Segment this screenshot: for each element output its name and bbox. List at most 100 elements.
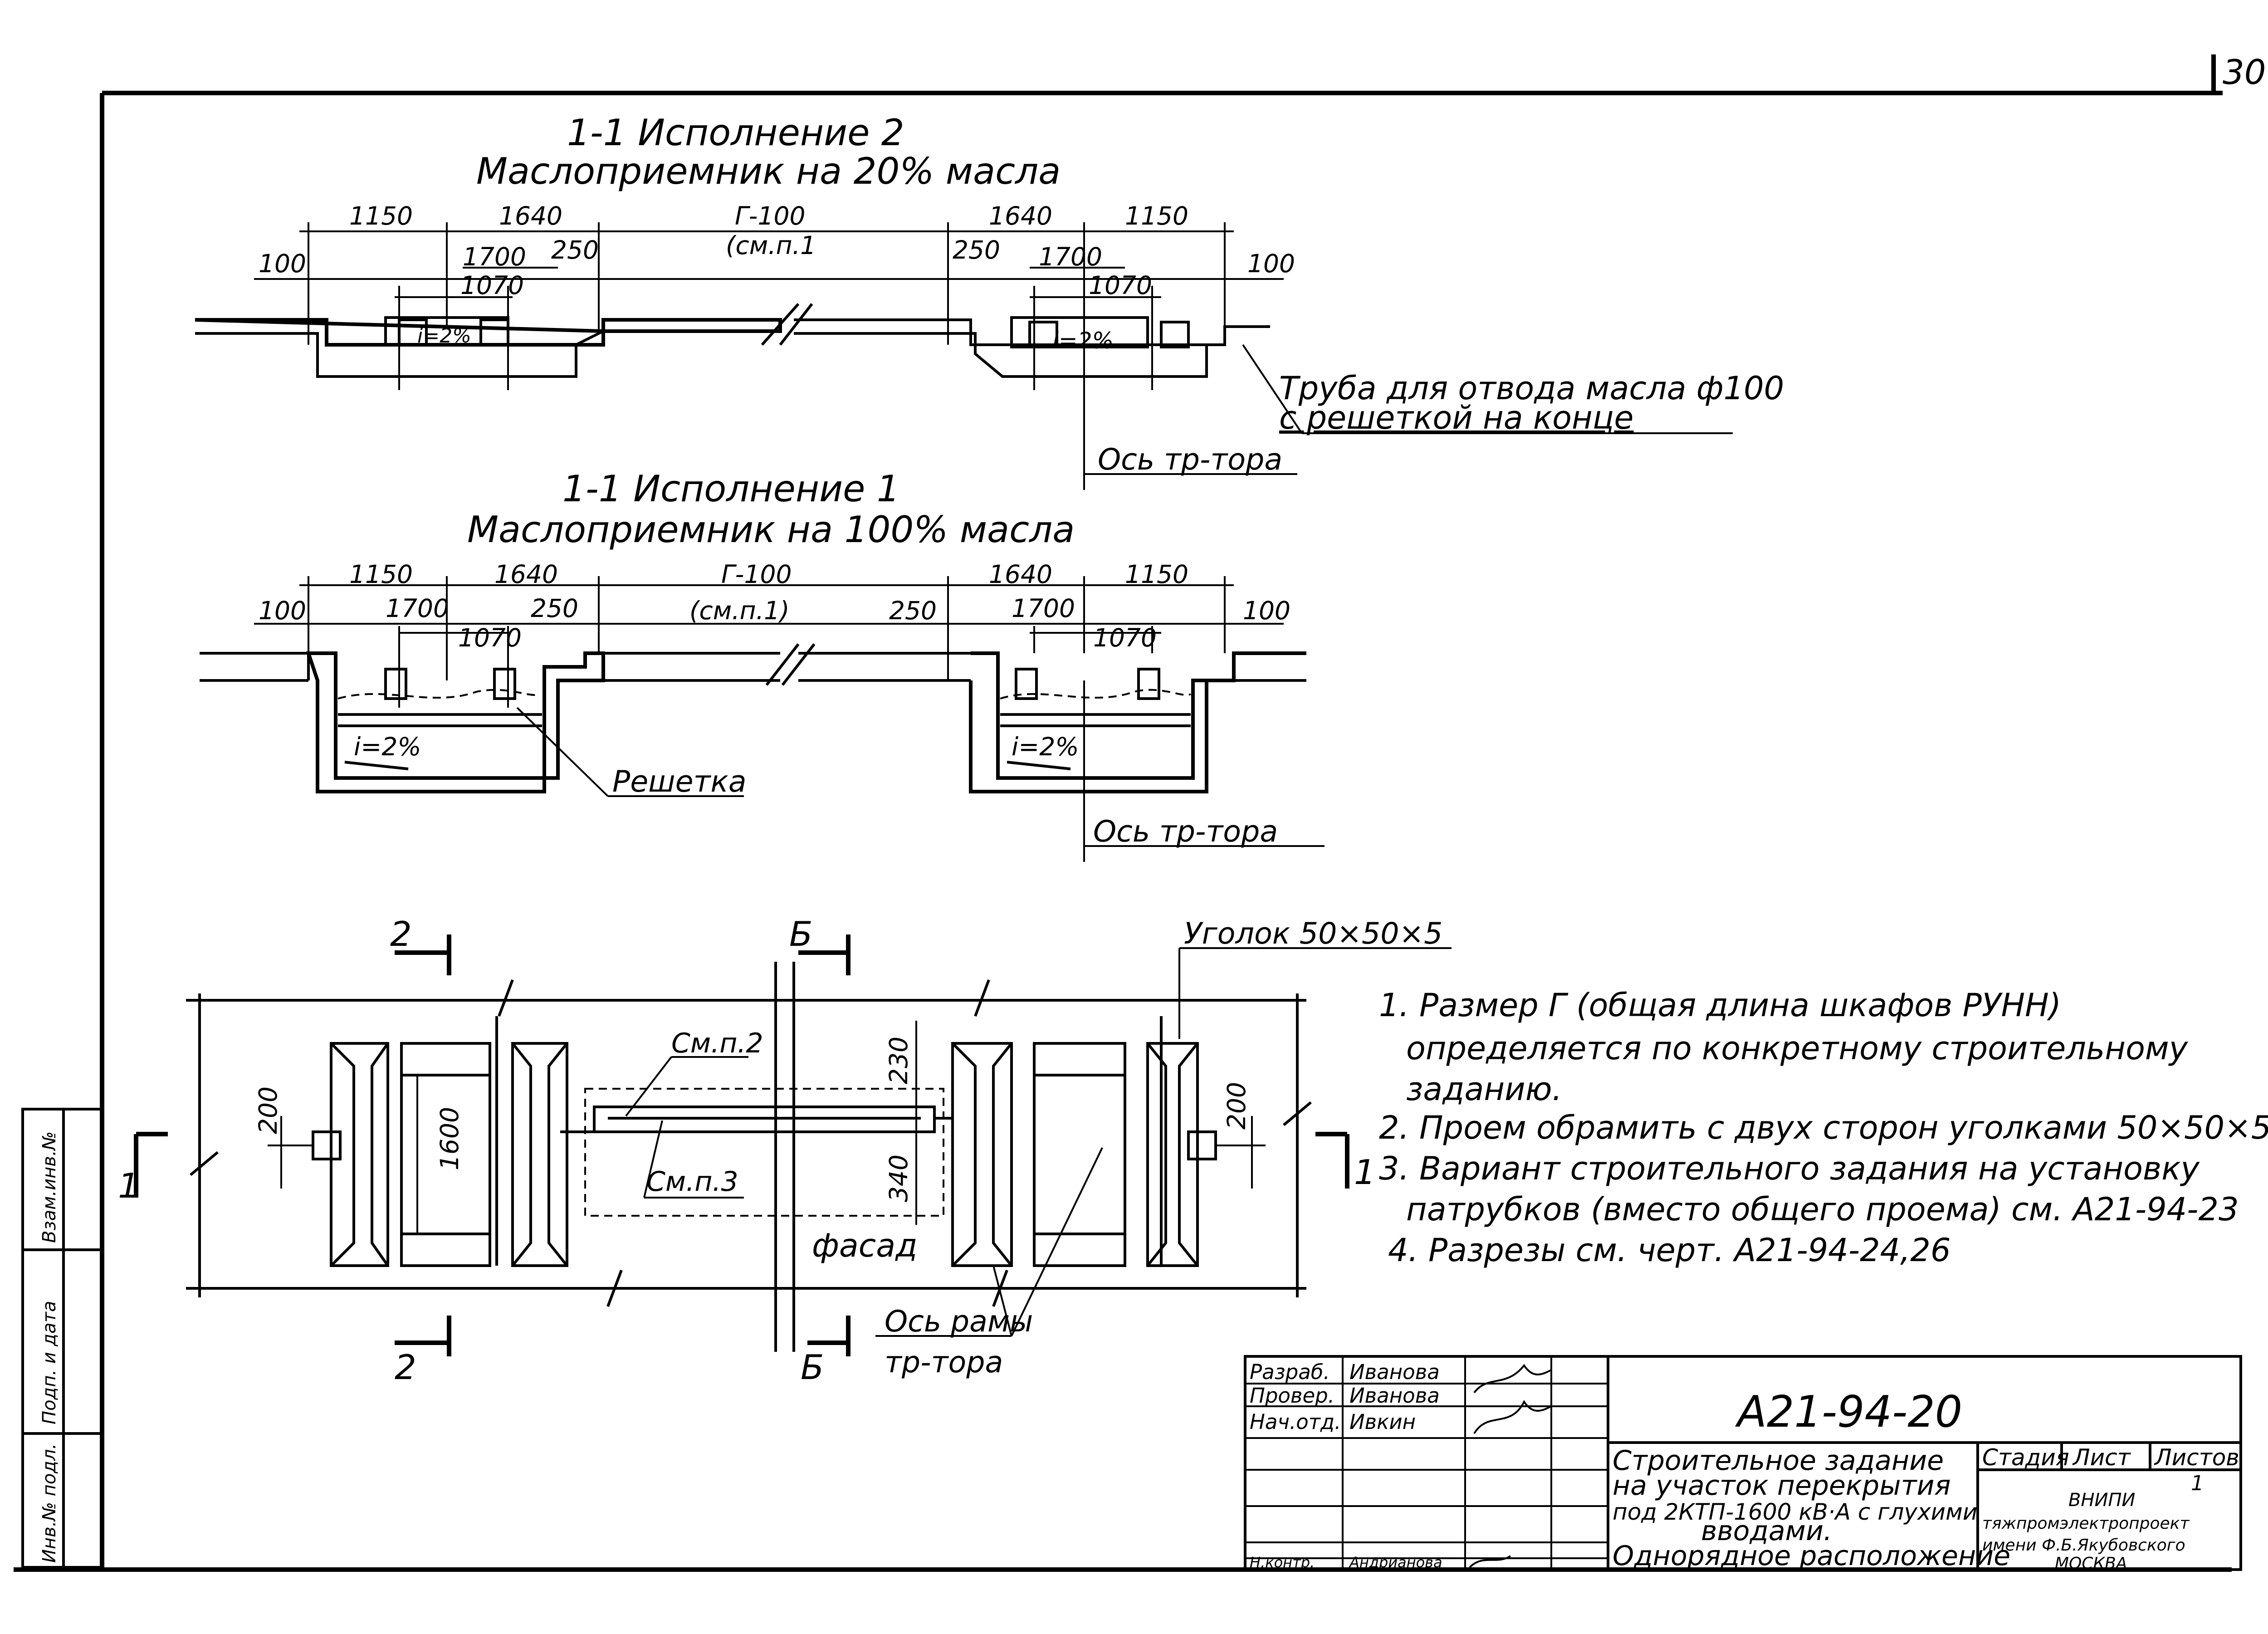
v2-dim-1700-left: 1700 (463, 242, 526, 271)
section-v1-title: 1-1 Исполнение 1 (562, 468, 900, 510)
cut-B-top-label: Б (789, 914, 812, 954)
frame-axis-2: тр-тора (885, 1345, 1003, 1380)
v2-dim-1070-left: 1070 (460, 271, 524, 300)
v2-dim-1070-right: 1070 (1089, 271, 1152, 300)
v2-slope-left: i=2% (417, 324, 471, 347)
ref-p3: См.п.3 (646, 1166, 738, 1198)
tb-sheets-label: Листов (2154, 1444, 2239, 1471)
v2-dim-250-right: 250 (953, 235, 1000, 264)
plan-dim-200-left: 200 (254, 1086, 283, 1134)
tb-org-1: ВНИПИ (2068, 1490, 2135, 1511)
note-line-5: 3. Вариант строительного задания на уста… (1379, 1150, 2200, 1187)
ref-p2: См.п.2 (671, 1027, 763, 1059)
v2-axis-label: Ось тр-тора (1098, 443, 1282, 477)
note-line-2: определяется по конкретному строительном… (1406, 1030, 2189, 1067)
note-line-1: 1. Размер Г (общая длина шкафов РУНН) (1379, 987, 2061, 1024)
plan-view: 1600 200 200 230 340 2 2 Б Б 1 1 Уголок … (118, 914, 1452, 1387)
tb-sheets-value: 1 (2191, 1471, 2204, 1495)
section-v2-subtitle: Маслоприемник на 20% масла (476, 150, 1061, 192)
plan-dim-200-right: 200 (1222, 1082, 1251, 1130)
v2-dim-1640-right: 1640 (989, 201, 1052, 230)
tb-role-4: Н.контр. (1250, 1554, 1315, 1571)
v1-slope-right: i=2% (1012, 732, 1079, 761)
tb-role-2: Провер. (1250, 1384, 1334, 1408)
notes-block: 1. Размер Г (общая длина шкафов РУНН) оп… (1379, 987, 2268, 1269)
v1-grate-label: Решетка (612, 765, 747, 799)
v1-dim-250-right: 250 (889, 596, 937, 625)
v2-dim-100-right: 100 (1247, 249, 1295, 278)
tb-name-3: Ивкин (1349, 1410, 1416, 1434)
tb-title-1: Строительное задание (1613, 1445, 1944, 1477)
section-variant-2: 1-1 Исполнение 2 Маслоприемник на 20% ма… (195, 112, 1784, 490)
v1-dim-G-note: (см.п.1) (689, 596, 790, 625)
margin-stamp: Взам.инв.№ Подп. и дата Инв.№ подл. (21, 1108, 103, 1569)
v2-slope-right: i=2% (1052, 328, 1114, 354)
tb-sheet-label: Лист (2072, 1444, 2131, 1471)
facade-label: фасад (812, 1227, 918, 1264)
margin-inv-orig: Инв.№ подл. (39, 1443, 60, 1563)
tb-org-3: имени Ф.Б.Якубовского (1982, 1536, 2185, 1555)
v1-dim-100-left: 100 (259, 596, 306, 625)
v1-axis-label: Ось тр-тора (1093, 815, 1278, 849)
tb-stage-label: Стадия (1982, 1444, 2069, 1471)
v2-dim-G: Г-100 (735, 201, 805, 230)
v1-dim-1640-right: 1640 (989, 560, 1052, 589)
tb-title-5: Однорядное расположение (1613, 1540, 2010, 1572)
note-line-4: 2. Проем обрамить с двух сторон уголками… (1379, 1109, 2268, 1146)
v1-dim-1700-right: 1700 (1012, 594, 1075, 623)
v2-dim-1150-right: 1150 (1125, 201, 1188, 230)
cut-1-right-label: 1 (1354, 1152, 1376, 1192)
v1-dim-1640-left: 1640 (494, 560, 558, 589)
page-number: 30 (2223, 52, 2266, 92)
signature-2 (1473, 1400, 1552, 1434)
v2-pipe-note-1: Труба для отвода масла ф100 (1279, 370, 1784, 407)
v1-dim-1150-right: 1150 (1125, 560, 1188, 589)
tb-role-1: Разраб. (1250, 1360, 1330, 1384)
section-variant-1: 1-1 Исполнение 1 Маслоприемник на 100% м… (200, 468, 1325, 862)
margin-date: Подп. и дата (39, 1301, 60, 1424)
section-v2-title: 1-1 Исполнение 2 (567, 112, 904, 154)
title-block: Разраб. Иванова Провер. Иванова Нач.отд.… (1244, 1355, 2242, 1573)
v1-dim-250-left: 250 (531, 594, 578, 623)
plan-dim-230: 230 (884, 1037, 913, 1084)
v2-dim-1150-left: 1150 (349, 201, 413, 230)
v1-slope-left: i=2% (354, 732, 421, 761)
v2-dim-G-note: (см.п.1 (726, 231, 816, 260)
note-line-6: патрубков (вместо общего проема) см. А21… (1406, 1191, 2239, 1228)
tb-doc-code: А21-94-20 (1735, 1387, 1962, 1437)
margin-inv-sub: Взам.инв.№ (39, 1131, 60, 1243)
signature-3 (1469, 1555, 1511, 1568)
section-v1-subtitle: Маслоприемник на 100% масла (467, 509, 1075, 551)
tb-role-3: Нач.отд. (1250, 1410, 1341, 1434)
cut-2-top-label: 2 (390, 914, 412, 954)
tb-title-3: под 2КТП-1600 кВ·А с глухими (1613, 1499, 1977, 1525)
v1-dim-1150-left: 1150 (349, 560, 413, 589)
v2-pipe-note-2: с решеткой на конце (1279, 399, 1633, 436)
tb-name-1: Иванова (1349, 1360, 1440, 1384)
angle-note: Уголок 50×50×5 (1184, 917, 1442, 951)
v1-dim-100-right: 100 (1243, 596, 1290, 625)
tb-name-2: Иванова (1349, 1384, 1440, 1408)
cut-B-bottom-label: Б (801, 1347, 824, 1387)
tb-title-4: вводами. (1701, 1515, 1832, 1547)
plan-dim-1600: 1600 (435, 1107, 464, 1170)
plan-dim-340: 340 (884, 1155, 913, 1202)
v1-dim-1070-right: 1070 (1093, 623, 1157, 652)
signature-1 (1473, 1364, 1552, 1394)
tb-org-2: тяжпромэлектропроект (1982, 1514, 2190, 1533)
v2-dim-250-left: 250 (551, 235, 599, 264)
tb-org-4: МОСКВА (2055, 1554, 2127, 1573)
v1-dim-G: Г-100 (721, 560, 792, 589)
cut-2-bottom-label: 2 (395, 1347, 416, 1387)
note-line-3: заданию. (1406, 1071, 1562, 1108)
note-line-7: 4. Разрезы см. черт. А21-94-24,26 (1388, 1232, 1950, 1269)
v1-dim-1700-left: 1700 (386, 594, 449, 623)
v2-dim-1700-right: 1700 (1039, 242, 1102, 271)
v1-dim-1070-left: 1070 (458, 623, 522, 652)
tb-title-2: на участок перекрытия (1613, 1470, 1951, 1502)
frame-axis-1: Ось рамы (885, 1305, 1033, 1339)
v2-dim-1640-left: 1640 (499, 201, 562, 230)
tb-name-4: Андрианова (1349, 1554, 1442, 1571)
v2-dim-100-left: 100 (259, 249, 306, 278)
